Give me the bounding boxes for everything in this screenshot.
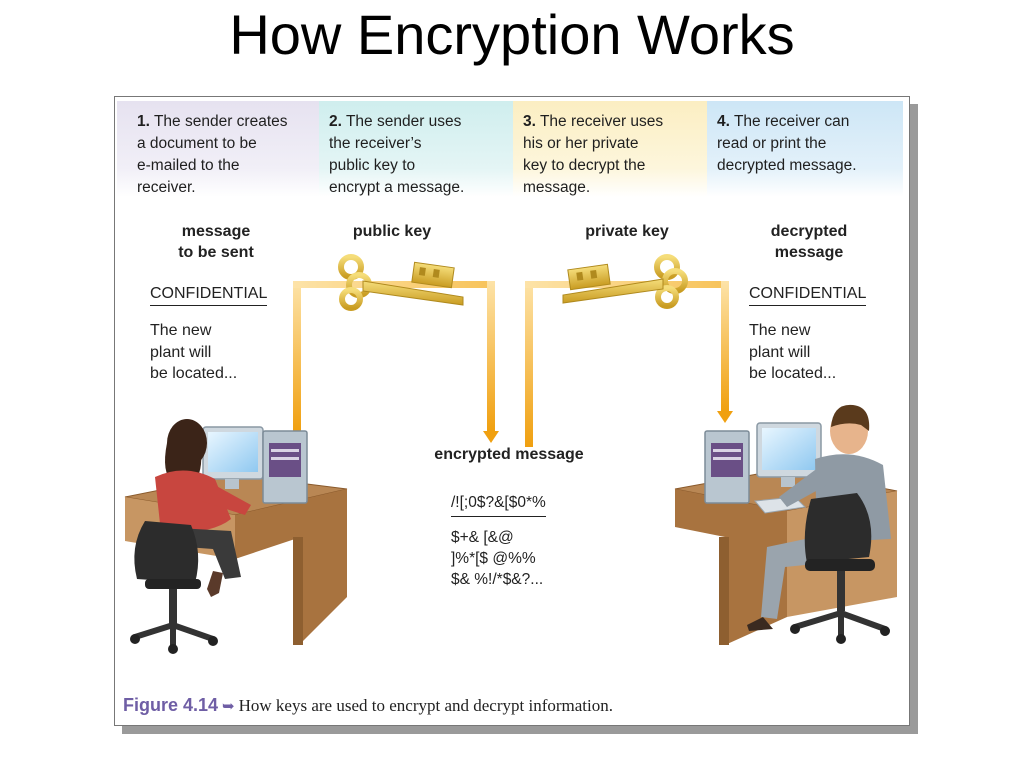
step-3-line-4: message. <box>523 179 591 196</box>
figure-caption: Figure 4.14➥How keys are used to encrypt… <box>123 695 613 716</box>
encrypted-message-label: encrypted message <box>434 446 584 463</box>
caption-arrow-icon: ➥ <box>222 699 235 715</box>
sender-doc-line-3: be located... <box>150 365 238 382</box>
step-1-number: 1. <box>137 113 150 130</box>
receiver-person <box>747 404 891 644</box>
step-3-line-1: The receiver uses <box>539 113 664 130</box>
receiver-doc-line-2: plant will <box>749 343 811 361</box>
receiver-flow-arrow <box>525 281 733 447</box>
cipher-heading: /![;0$?&[$0*% <box>451 492 546 517</box>
step-4-panel: 4. The receiver can read or print the de… <box>707 101 903 197</box>
message-label-line-1: message <box>181 223 251 240</box>
step-4-line-3: decrypted message. <box>717 157 857 174</box>
step-2-panel: 2. The sender uses the receiver’s public… <box>319 101 513 197</box>
private-key-icon <box>562 254 688 309</box>
encryption-figure: 1. The sender creates a document to be e… <box>114 96 910 726</box>
step-2-line-1: The sender uses <box>345 113 462 130</box>
step-2-line-3: public key to <box>329 157 416 174</box>
step-3-number: 3. <box>523 113 536 130</box>
receiver-doc-body: The new plant will be located... <box>749 320 836 385</box>
step-2-number: 2. <box>329 113 342 130</box>
message-to-be-sent-label: message to be sent <box>161 221 271 263</box>
decrypted-label-line-1: decrypted <box>770 223 848 240</box>
receiver-doc-line-1: The new <box>749 322 811 339</box>
sender-person <box>130 419 251 654</box>
message-label-line-2: to be sent <box>178 244 254 261</box>
caption-text: How keys are used to encrypt and decrypt… <box>238 696 613 715</box>
cipher-body: $+& [&@ ]%*[$ @%% $& %!/*$&?... <box>451 527 543 590</box>
sender-doc-line-2: plant will <box>150 343 212 361</box>
sender-flow-arrow <box>293 281 499 443</box>
sender-doc-body: The new plant will be located... <box>150 320 237 385</box>
public-key-label: public key <box>352 223 432 240</box>
encryption-illustration <box>124 254 898 654</box>
step-3-line-3: key to decrypt the <box>523 157 646 174</box>
decrypted-message-label: decrypted message <box>751 221 867 263</box>
figure-number: Figure 4.14 <box>123 695 219 715</box>
receiver-doc-line-3: be located... <box>749 365 837 382</box>
slide-title: How Encryption Works <box>229 3 795 66</box>
sender-computer <box>202 426 308 504</box>
step-4-line-2: read or print the <box>717 135 827 152</box>
step-1-panel: 1. The sender creates a document to be e… <box>117 101 319 197</box>
sender-doc-line-1: The new <box>150 322 212 339</box>
cipher-line-1: $+& [&@ <box>451 529 514 546</box>
step-1-line-3: e-mailed to the <box>137 157 240 174</box>
step-4-line-1: The receiver can <box>733 113 850 130</box>
receiver-doc-heading: CONFIDENTIAL <box>749 285 867 306</box>
step-1-line-1: The sender creates <box>153 113 288 130</box>
step-3-panel: 3. The receiver uses his or her private … <box>513 101 707 197</box>
private-key-label: private key <box>585 223 669 240</box>
cipher-line-3: $& %!/*$&?... <box>451 571 544 588</box>
cipher-line-2: ]%*[$ @%% <box>451 550 536 567</box>
step-3-line-2: his or her private <box>523 135 639 152</box>
sender-doc-heading: CONFIDENTIAL <box>150 285 268 306</box>
decrypted-label-line-2: message <box>774 244 844 261</box>
step-4-number: 4. <box>717 113 730 130</box>
step-2-line-4: encrypt a message. <box>329 179 465 196</box>
step-1-line-2: a document to be <box>137 135 257 152</box>
step-1-line-4: receiver. <box>137 179 196 196</box>
receiver-computer <box>704 422 822 514</box>
public-key-icon <box>338 254 464 311</box>
step-2-line-2: the receiver’s <box>329 135 422 152</box>
